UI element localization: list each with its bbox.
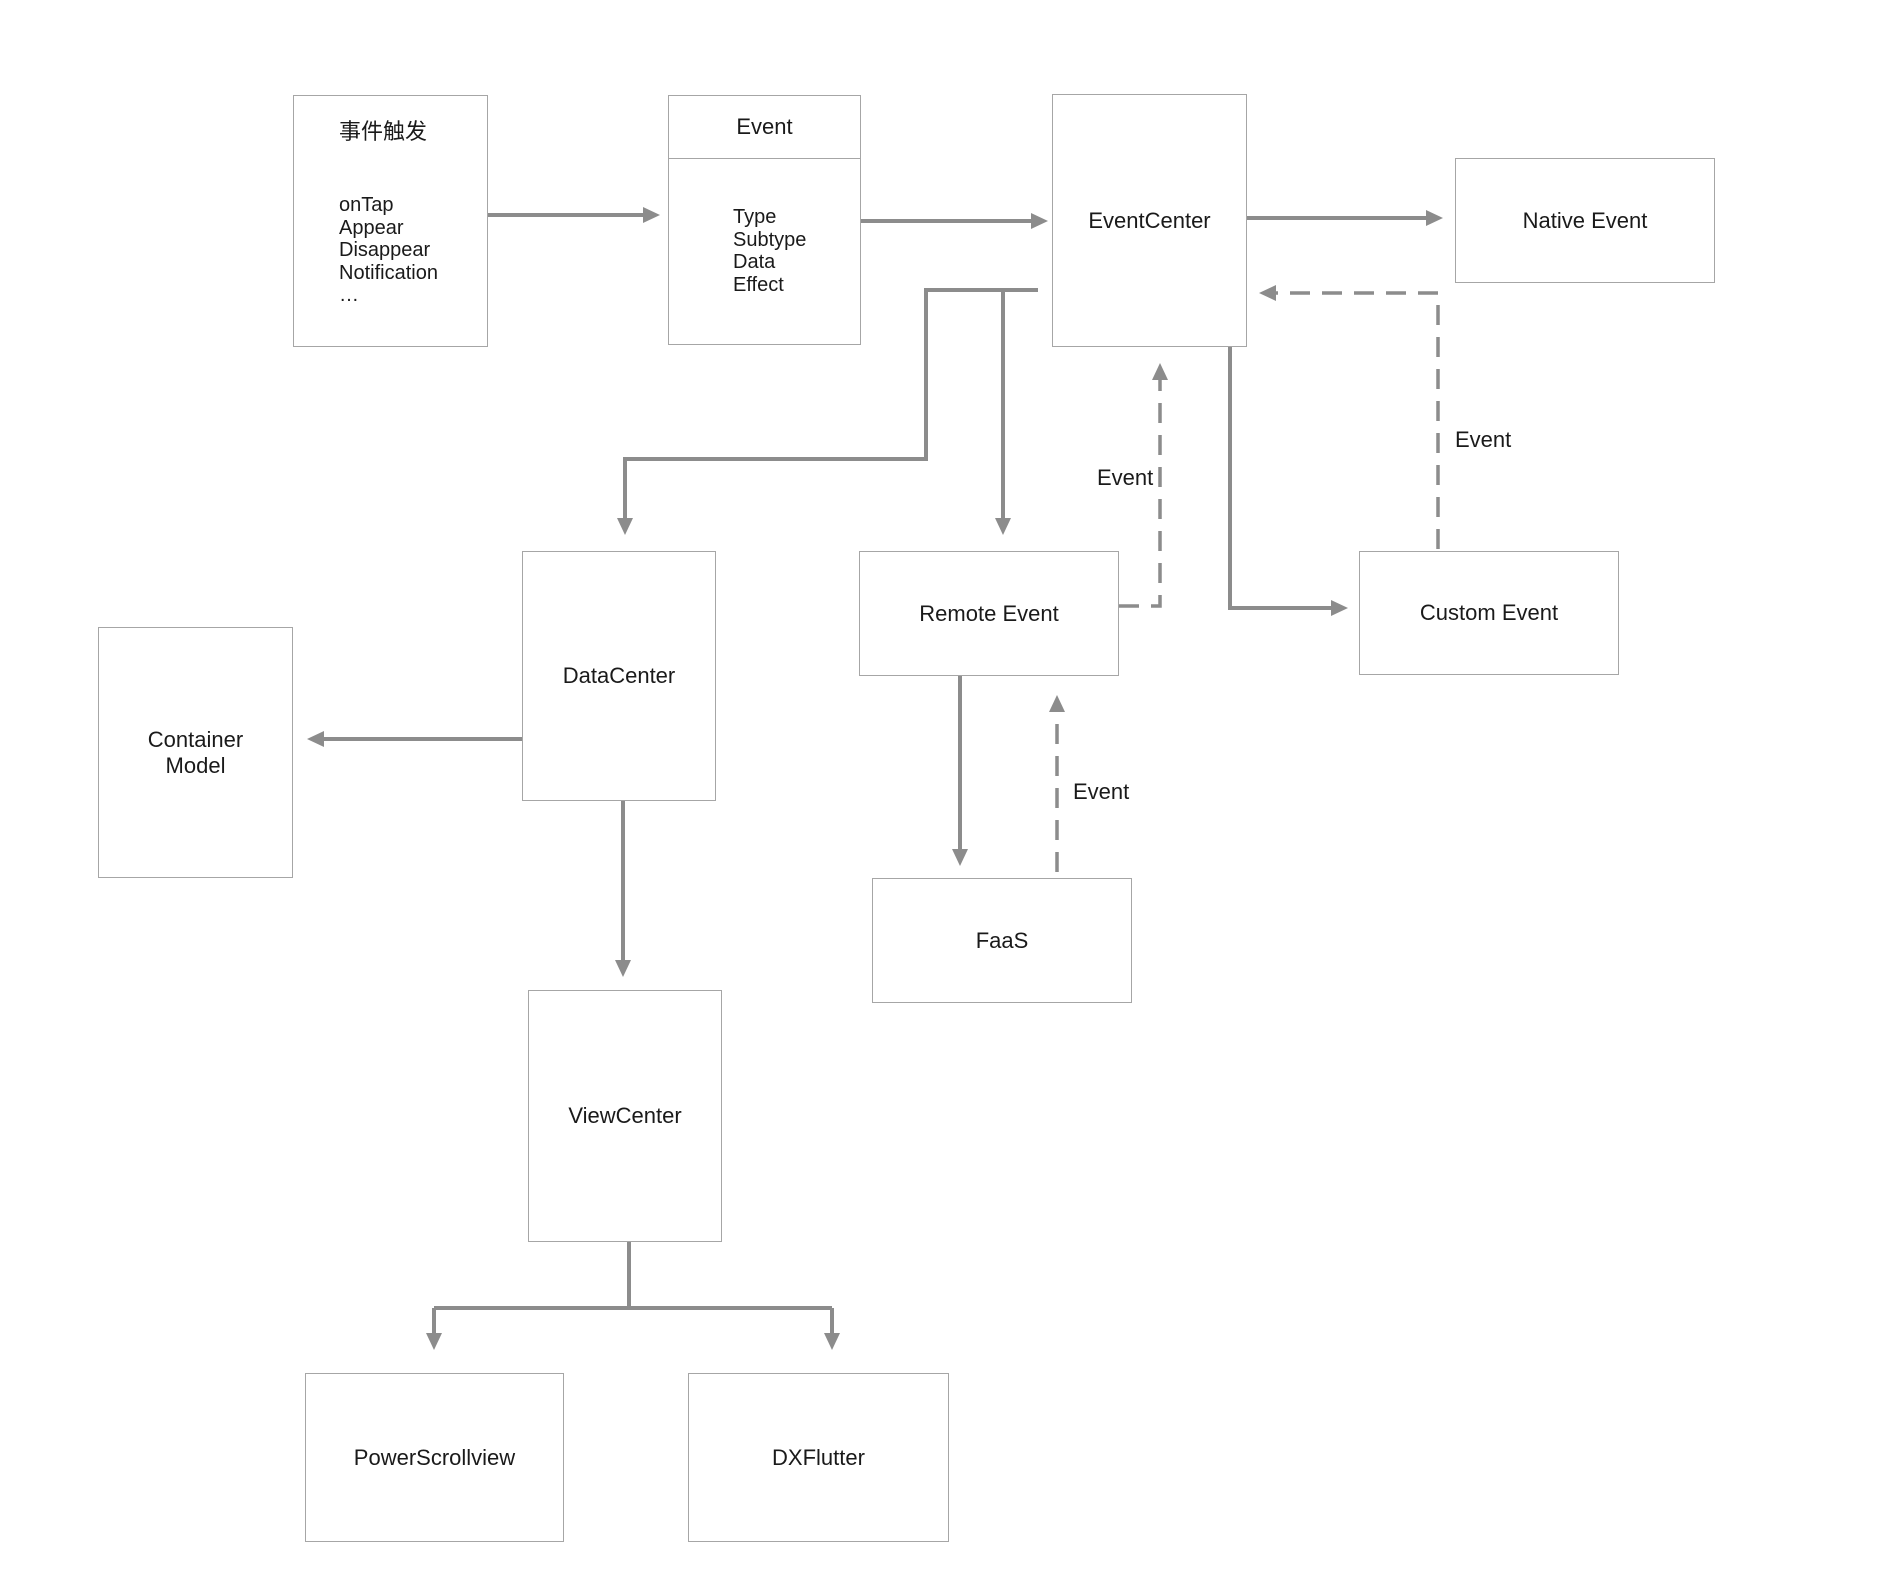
- node-faas[interactable]: FaaS: [872, 878, 1132, 1003]
- trigger-item: Disappear: [339, 239, 431, 261]
- arrowhead-right: [1331, 600, 1348, 616]
- trigger-item: Notification: [339, 261, 438, 284]
- remote-event-label: Remote Event: [919, 600, 1059, 626]
- arrowhead-down: [824, 1333, 840, 1350]
- event-field: Data: [733, 251, 776, 273]
- power-scrollview-label: PowerScrollview: [353, 1444, 516, 1470]
- edge-label-remote-to-eventcenter: Event: [1097, 465, 1154, 490]
- arrowhead-right: [1031, 213, 1048, 229]
- edge-label-custom-to-eventcenter: Event: [1455, 427, 1512, 452]
- container-model-label: Container Model: [147, 726, 244, 778]
- edge-label-faas-to-remote: Event: [1073, 779, 1130, 804]
- event-trigger-title: 事件触发: [339, 119, 428, 144]
- event-field: Effect: [733, 273, 784, 296]
- node-remote-event[interactable]: Remote Event: [859, 551, 1119, 676]
- node-event-center[interactable]: EventCenter: [1052, 94, 1247, 347]
- edge-branch-to-datacenter: [623, 288, 1038, 518]
- trigger-item: …: [339, 284, 359, 306]
- event-field: Type: [733, 206, 777, 228]
- arrowhead-down: [426, 1333, 442, 1350]
- arrowhead-down: [952, 849, 968, 866]
- node-dx-flutter[interactable]: DXFlutter: [688, 1373, 949, 1542]
- event-center-label: EventCenter: [1088, 207, 1211, 233]
- arrowhead-right: [1426, 210, 1443, 226]
- event-field: Subtype: [733, 228, 807, 251]
- arrowhead-left: [1259, 285, 1276, 301]
- node-event-trigger[interactable]: 事件触发 onTap Appear Disappear Notification…: [293, 95, 488, 347]
- trigger-item: onTap: [339, 194, 394, 216]
- node-native-event[interactable]: Native Event: [1455, 158, 1715, 283]
- event-title: Event: [669, 96, 860, 159]
- arrowhead-right: [643, 207, 660, 223]
- node-event[interactable]: Event Type Subtype Data Effect: [668, 95, 861, 345]
- arrowheads: [307, 207, 1443, 1350]
- dx-flutter-label: DXFlutter: [772, 1444, 865, 1470]
- edge-eventcenter-to-custom: [1228, 347, 1331, 610]
- node-view-center[interactable]: ViewCenter: [528, 990, 722, 1242]
- edge-custom-to-eventcenter-dashed: [1276, 291, 1440, 549]
- node-data-center[interactable]: DataCenter: [522, 551, 716, 801]
- trigger-item: Appear: [339, 216, 404, 239]
- faas-label: FaaS: [975, 927, 1029, 953]
- arrowhead-down: [615, 960, 631, 977]
- edge-viewcenter-tree: [432, 1242, 834, 1333]
- event-fields: Type Subtype Data Effect: [733, 206, 806, 296]
- node-container-model[interactable]: Container Model: [98, 627, 293, 878]
- node-power-scrollview[interactable]: PowerScrollview: [305, 1373, 564, 1542]
- arrowhead-down: [617, 518, 633, 535]
- edge-remote-to-eventcenter-dashed: [1119, 380, 1162, 608]
- node-custom-event[interactable]: Custom Event: [1359, 551, 1619, 675]
- view-center-label: ViewCenter: [568, 1103, 682, 1128]
- solid-edges: [324, 213, 1426, 1333]
- arrowhead-up: [1152, 363, 1168, 380]
- dashed-edges: [1055, 291, 1440, 872]
- data-center-label: DataCenter: [562, 663, 676, 688]
- native-event-label: Native Event: [1522, 207, 1648, 233]
- arrowhead-up: [1049, 695, 1065, 712]
- custom-event-label: Custom Event: [1419, 600, 1559, 625]
- arrowhead-left: [307, 731, 324, 747]
- arrowhead-down: [995, 518, 1011, 535]
- event-trigger-items: onTap Appear Disappear Notification …: [339, 194, 438, 307]
